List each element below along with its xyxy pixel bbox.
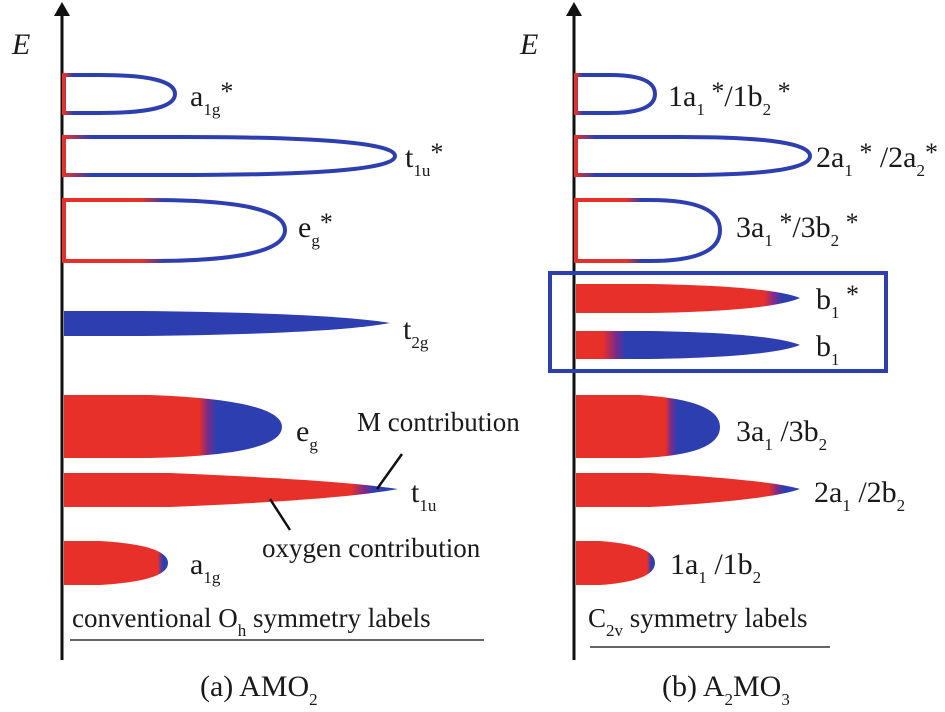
orbital-2a1-2b2	[576, 473, 800, 507]
level-label-1a1-1b2: 1a1 /1b2	[670, 548, 762, 587]
orbital-a1g-star	[62, 73, 178, 115]
level-label-t1u-star: t1u*	[405, 138, 444, 180]
caption-a: (a) AMO2	[200, 670, 318, 709]
symmetry-label-a: conventional Oh symmetry labels	[72, 603, 431, 640]
energy-label-b: E	[520, 28, 539, 61]
level-label-b1: b1	[816, 330, 840, 369]
level-label-t1u: t1u	[411, 476, 437, 515]
orbital-eg-star	[62, 198, 288, 263]
level-label-3a1-3b2: 3a1 /3b2	[736, 415, 828, 454]
orbital-1a1-1b2-star	[574, 73, 658, 115]
orbital-t1u	[64, 473, 398, 507]
level-label-3a1-3b2-star: 3a1 */3b2 *	[736, 208, 859, 250]
orbital-a1g	[64, 541, 168, 585]
level-label-1a1-1b2-star: 1a1 */1b2 *	[668, 77, 791, 119]
level-label-b1-star: b1 *	[816, 280, 859, 322]
annotation-m-contribution: M contribution	[357, 407, 520, 437]
orbital-b1	[576, 331, 800, 359]
energy-label-a: E	[12, 28, 31, 61]
level-label-eg-star: eg*	[298, 208, 333, 250]
orbital-2a1-2a2-star	[574, 135, 813, 177]
highlight-box	[548, 271, 888, 373]
orbital-eg	[64, 395, 282, 458]
energy-axis-b	[566, 2, 582, 660]
orbital-t1u-star	[62, 135, 398, 177]
level-label-a1g: a1g	[190, 548, 221, 587]
energy-axis-a	[54, 2, 70, 660]
level-label-t2g: t2g	[403, 313, 429, 352]
symmetry-label-b: C2v symmetry labels	[588, 603, 808, 640]
annotation-oxygen-contribution: oxygen contribution	[262, 533, 481, 563]
orbital-3a1-3b2	[576, 395, 720, 458]
caption-b: (b) A2MO3	[662, 670, 790, 709]
orbital-1a1-1b2	[576, 541, 655, 585]
level-label-2a1-2b2: 2a1 /2b2	[814, 476, 906, 515]
orbital-t2g	[64, 311, 390, 336]
level-label-eg: eg	[296, 415, 318, 454]
pointer-oxygen-contribution	[268, 498, 292, 531]
orbital-b1-star	[576, 284, 800, 313]
pointer-m-contribution	[375, 453, 404, 490]
level-label-a1g-star: a1g*	[190, 77, 234, 119]
level-label-2a1-2a2-star: 2a1 * /2a2*	[816, 138, 938, 180]
orbital-3a1-3b2-star	[574, 198, 723, 263]
